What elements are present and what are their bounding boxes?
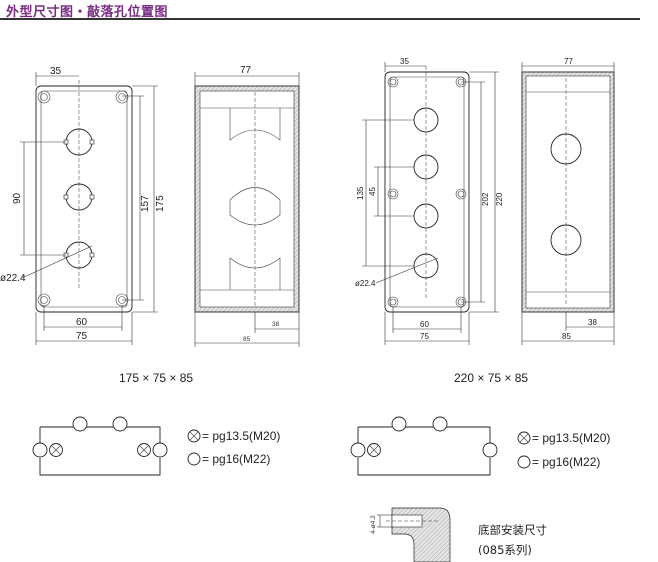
right-front-dim-bottom-outer: 75: [420, 332, 429, 341]
right-front-dim-right-inner: 202: [481, 192, 490, 206]
right-front-dim-left-inner: 45: [368, 187, 377, 196]
right-front-screws: [387, 76, 467, 308]
right-schematic-open-2: [432, 416, 448, 432]
left-side-cavity: [199, 90, 295, 308]
left-side-dim-bottom-inner: 38: [272, 321, 280, 328]
right-schematic-crossed-1: [367, 443, 381, 457]
left-front-screws: [37, 90, 129, 307]
left-front-view: 35 90 ø22.4 157 175 60 75: [0, 66, 166, 345]
right-front-dim-bottom-inner: 60: [420, 320, 429, 329]
legend-open-icon: [187, 452, 201, 466]
right-schematic-open-1: [391, 416, 407, 432]
left-legend-crossed-label: = pg13.5(M20): [202, 429, 280, 443]
right-front-outline: [384, 71, 470, 313]
right-legend-open-label: = pg16(M22): [532, 455, 600, 469]
right-front-inner: [389, 76, 465, 308]
right-side-dim-bottom-outer: 85: [562, 332, 571, 341]
left-size-caption: 175 × 75 × 85: [119, 371, 193, 385]
right-front-dim-top: 35: [400, 57, 409, 66]
left-legend: = pg13.5(M20) = pg16(M22): [187, 429, 280, 466]
legend-crossed-icon: [187, 429, 201, 443]
left-front-dim-bottom-outer: 75: [76, 331, 88, 342]
right-side-dim-bottom-inner: 38: [588, 318, 597, 327]
mount-title: 底部安装尺寸: [478, 523, 547, 537]
right-front-hole-dia: ø22.4: [355, 279, 376, 288]
left-front-dim-left: 90: [12, 192, 23, 204]
left-front-outline: [35, 85, 133, 313]
left-side-dim-top: 77: [240, 65, 252, 76]
left-side-dim-bottom-outer: 85: [243, 336, 251, 343]
left-schematic-open-2: [112, 416, 128, 432]
left-front-dim-bottom-inner: 60: [76, 317, 88, 328]
mount-dim-label: 4-ø4.2: [370, 515, 377, 534]
mount-detail: 4-ø4.2 底部安装尺寸 (085系列): [370, 507, 547, 562]
left-schematic-open-1: [72, 416, 88, 432]
left-legend-open-label: = pg16(M22): [202, 452, 270, 466]
legend-open-icon: [517, 455, 531, 469]
right-front-dim-left-outer: 135: [356, 186, 365, 200]
header: 外型尺寸图・敲落孔位置图: [0, 0, 658, 22]
right-side-cavity: [525, 75, 611, 309]
right-legend: = pg13.5(M20) = pg16(M22): [517, 431, 610, 469]
left-front-dim-right-outer: 175: [155, 195, 166, 212]
left-front-dim-top: 35: [50, 66, 62, 77]
right-side-view: 77 38 85: [521, 57, 615, 345]
right-schematic: [350, 416, 498, 476]
page-title: 外型尺寸图・敲落孔位置图: [6, 5, 169, 20]
legend-crossed-icon: [517, 431, 531, 445]
left-schematic: [32, 416, 168, 476]
right-side-dim-top: 77: [564, 57, 573, 66]
right-size-caption: 220 × 75 × 85: [454, 371, 528, 385]
left-schematic-crossed-1: [49, 443, 63, 457]
left-schematic-crossed-2: [137, 443, 151, 457]
left-front-hole-dia: ø22.4: [0, 273, 26, 284]
left-front-dim-right-inner: 157: [140, 195, 151, 212]
right-legend-crossed-label: = pg13.5(M20): [532, 431, 610, 445]
right-front-view: 35 135 45 ø22.4 202 220 60 75: [355, 57, 504, 345]
right-front-dim-right-outer: 220: [495, 192, 504, 206]
mount-subtitle: (085系列): [478, 543, 532, 557]
left-side-view: 77 38 85: [194, 65, 300, 347]
header-rule: [0, 18, 640, 20]
left-front-inner: [40, 90, 128, 308]
